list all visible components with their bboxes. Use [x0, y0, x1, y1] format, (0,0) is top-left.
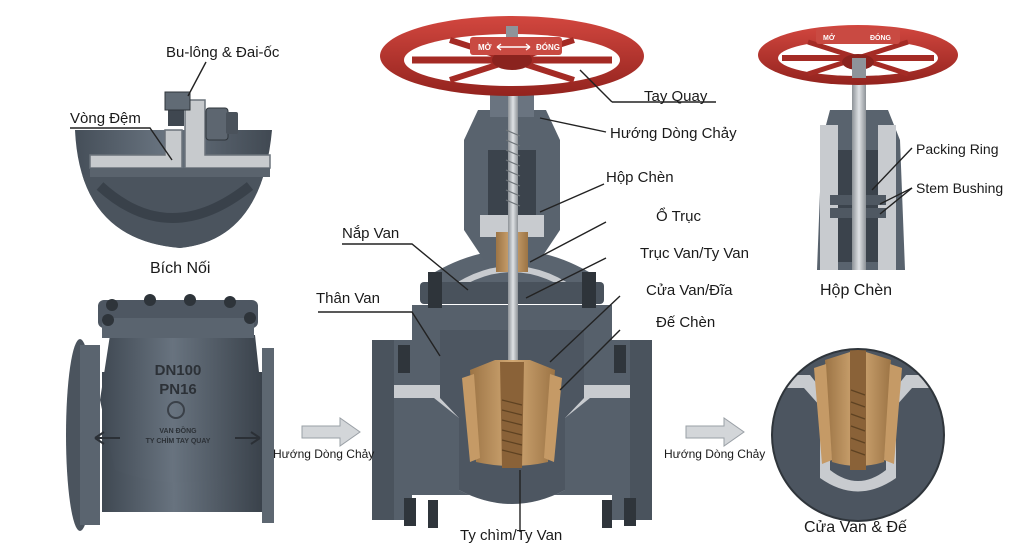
label-body: Thân Van: [316, 291, 380, 306]
label-gate-disc: Cửa Van/Đĩa: [646, 283, 732, 298]
label-bonnet: Nắp Van: [342, 226, 399, 241]
gate-valve-cutaway: [372, 16, 652, 528]
flow-arrow-left: [302, 418, 360, 446]
wheel-close-text: ĐÓNG: [536, 43, 560, 52]
label-rising-stem: Ty chìm/Ty Van: [460, 528, 562, 543]
marking-size: DN100: [155, 362, 202, 379]
label-gasket: Vòng Đệm: [70, 111, 141, 126]
detail-wheel-close-text: ĐÓNG: [870, 33, 892, 42]
marking-line2: TY CHÌM TAY QUAY: [146, 436, 211, 445]
label-stem-nut: Ổ Trục: [656, 209, 701, 224]
label-bolts-nuts: Bu-lông & Đai-ốc: [166, 45, 279, 60]
label-handwheel: Tay Quay: [644, 89, 707, 104]
label-stuffing-box-caption: Hộp Chèn: [820, 283, 892, 299]
gate-seat-detail: [770, 345, 950, 525]
label-packing-ring: Packing Ring: [916, 142, 999, 156]
marking-pressure: PN16: [159, 381, 197, 398]
label-flow-direction-top: Hướng Dòng Chảy: [610, 126, 737, 141]
label-stem: Trục Van/Ty Van: [640, 246, 749, 261]
detail-wheel-open-text: MỞ: [823, 33, 835, 42]
label-flow-right: Hướng Dòng Chảy: [664, 448, 765, 460]
valve-body-exterior: [66, 294, 274, 531]
label-seat: Đế Chèn: [656, 315, 715, 330]
label-flow-left: Hướng Dòng Chảy: [273, 448, 374, 460]
flow-arrow-right: [686, 418, 744, 446]
label-stem-bushing: Stem Bushing: [916, 181, 1003, 195]
label-flange: Bích Nối: [150, 261, 210, 277]
wheel-open-text: MỞ: [478, 43, 492, 52]
label-gate-seat-caption: Cửa Van & Đế: [804, 520, 907, 536]
label-stuffing-box: Hộp Chèn: [606, 170, 674, 185]
